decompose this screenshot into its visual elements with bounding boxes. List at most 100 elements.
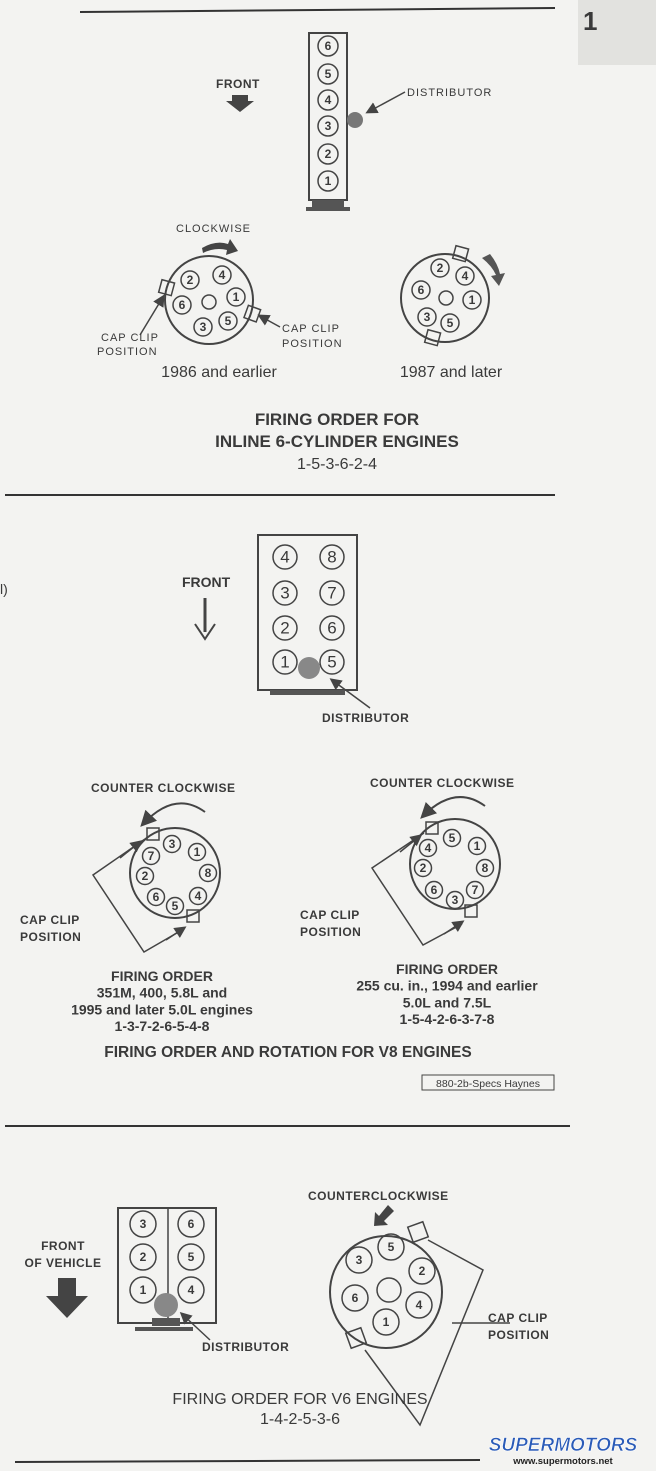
cylinder-number: 3 xyxy=(452,893,459,907)
cylinder-number: 4 xyxy=(219,268,226,282)
cylinder-circle xyxy=(172,295,192,315)
cylinder-number: 5 xyxy=(449,831,456,845)
cylinder-circle xyxy=(319,615,345,641)
cylinder-number: 5 xyxy=(388,1240,395,1254)
inline6-title: INLINE 6-CYLINDER ENGINES xyxy=(215,432,459,451)
cylinder-circle xyxy=(377,1233,405,1261)
cylinder-number: 5 xyxy=(225,314,232,328)
cylinder-number: 5 xyxy=(447,316,454,330)
cylinder-circle xyxy=(345,1246,373,1274)
cylinder-circle xyxy=(442,828,462,848)
counterclockwise-label: COUNTERCLOCKWISE xyxy=(308,1189,449,1203)
firing-order-caption: 1-3-7-2-6-5-4-8 xyxy=(115,1018,210,1034)
cylinder-number: 1 xyxy=(325,174,332,188)
cylinder-number: 4 xyxy=(462,269,469,283)
cylinder-circle xyxy=(418,838,438,858)
watermark-url: www.supermotors.net xyxy=(512,1456,613,1467)
cylinder-number: 2 xyxy=(419,1264,426,1278)
cylinder-circle xyxy=(146,887,166,907)
cylinder-number: 7 xyxy=(327,584,336,603)
cylinder-number: 1 xyxy=(140,1283,147,1297)
cap-clip-label: CAP CLIP xyxy=(488,1311,548,1325)
v6-distributor-icon xyxy=(154,1293,178,1317)
cylinder-circle xyxy=(165,896,185,916)
cylinder-circle xyxy=(193,317,213,337)
page-number: 1 xyxy=(583,6,597,36)
cylinder-circle xyxy=(218,311,238,331)
cap-clip-pointer xyxy=(257,314,281,328)
cylinder-circle xyxy=(465,880,485,900)
cap-clip-label: POSITION xyxy=(300,925,361,939)
cylinder-circle xyxy=(430,258,450,278)
cap-clip-label: CAP CLIP xyxy=(101,332,159,344)
cylinder-number: 7 xyxy=(148,849,155,863)
cap-clip-label: POSITION xyxy=(282,338,343,350)
cylinder-number: 4 xyxy=(280,548,289,567)
cylinder-circle xyxy=(317,63,339,85)
cylinder-circle xyxy=(317,143,339,165)
counter-clockwise-arrow-icon xyxy=(140,802,206,827)
cap-center xyxy=(438,290,454,306)
cylinder-circle xyxy=(226,287,246,307)
inline6-distributor-icon xyxy=(347,112,363,128)
counter-clockwise-label: COUNTER CLOCKWISE xyxy=(370,776,515,790)
cylinder-number: 1 xyxy=(469,293,476,307)
cylinder-circle xyxy=(129,1276,157,1304)
cylinder-number: 1 xyxy=(233,290,240,304)
cap-1986-earlier xyxy=(164,255,254,345)
clockwise-label: CLOCKWISE xyxy=(176,223,251,235)
v6-base-plate xyxy=(135,1327,193,1331)
supermotors-watermark: SUPERMOTORS www.supermotors.net xyxy=(488,1435,637,1467)
cylinder-circle xyxy=(411,280,431,300)
cap-clip-bracket xyxy=(91,838,183,954)
cylinder-circle xyxy=(212,265,232,285)
firing-order-caption: FIRING ORDER xyxy=(111,968,213,984)
cylinder-number: 6 xyxy=(188,1217,195,1231)
cylinder-number: 5 xyxy=(172,899,179,913)
front-arrowhead xyxy=(194,623,216,641)
figure-ref: 880-2b-Specs Haynes xyxy=(436,1078,540,1090)
cylinder-number: 2 xyxy=(437,261,444,275)
cylinder-number: 1 xyxy=(474,839,481,853)
firing-order-caption: 351M, 400, 5.8L and xyxy=(97,985,227,1001)
inline6-front-label: FRONT xyxy=(216,77,260,91)
caption-1987-later: 1987 and later xyxy=(400,364,503,381)
cylinder-number: 5 xyxy=(325,67,332,81)
cylinder-number: 3 xyxy=(325,119,332,133)
cap-center xyxy=(376,1277,402,1303)
cylinder-circle xyxy=(177,1276,205,1304)
distributor-pointer xyxy=(179,1311,211,1341)
cylinder-circle xyxy=(341,1284,369,1312)
cylinder-circle xyxy=(177,1243,205,1271)
cap-clip xyxy=(157,278,176,297)
cylinder-circle xyxy=(417,307,437,327)
clockwise-arrow-icon xyxy=(482,254,505,286)
cylinder-number: 6 xyxy=(325,39,332,53)
cap-clip-label: CAP CLIP xyxy=(20,913,80,927)
cap-clip-bracket xyxy=(364,1239,484,1427)
cap-clip xyxy=(406,1220,430,1244)
counter-clockwise-label: COUNTER CLOCKWISE xyxy=(91,781,236,795)
cylinder-number: 1 xyxy=(383,1315,390,1329)
cylinder-number: 6 xyxy=(352,1291,359,1305)
cylinder-number: 3 xyxy=(424,310,431,324)
firing-order-caption: 255 cu. in., 1994 and earlier xyxy=(356,978,538,994)
cylinder-circle xyxy=(319,544,345,570)
cylinder-circle xyxy=(317,35,339,57)
figure-ref-box xyxy=(421,1074,555,1091)
cylinder-number: 2 xyxy=(187,273,194,287)
cylinder-circle xyxy=(129,1210,157,1238)
firing-order-caption: 1995 and later 5.0L engines xyxy=(71,1001,253,1017)
cylinder-number: 7 xyxy=(472,883,479,897)
cylinder-number: 3 xyxy=(280,584,289,603)
cap-clip-label: CAP CLIP xyxy=(282,323,340,335)
counterclockwise-arrow-icon xyxy=(374,1205,394,1226)
divider xyxy=(79,7,556,13)
cylinder-circle xyxy=(272,649,298,675)
cylinder-circle xyxy=(272,615,298,641)
cylinder-circle xyxy=(475,858,495,878)
v6-firing-order: 1-4-2-5-3-6 xyxy=(260,1411,340,1428)
